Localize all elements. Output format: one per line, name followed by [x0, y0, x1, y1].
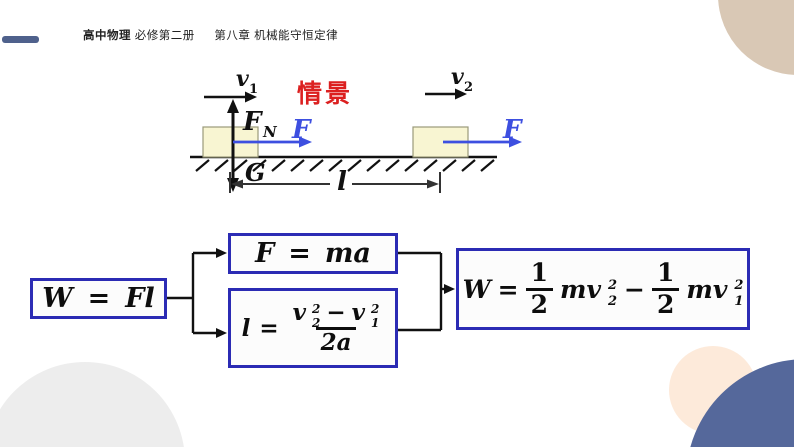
formula-box-work: W = Fl — [30, 278, 167, 319]
kinematics-numerator: v 2 2 − v 2 1 — [288, 299, 385, 330]
equals-sign: = — [288, 238, 311, 269]
equals-sign: = — [87, 283, 111, 314]
formula-box-kinematics: l = v 2 2 − v 2 1 2a — [228, 288, 398, 368]
applied-force-label-right: F — [502, 115, 523, 145]
distance-dimension — [229, 172, 441, 193]
header-book-name: 必修第二册 — [134, 30, 195, 42]
v1-label: v — [236, 66, 249, 92]
header-accent-bar — [2, 36, 39, 43]
work-lhs: W — [42, 283, 73, 314]
applied-force-arrow-left — [233, 136, 312, 148]
velocity-arrow-v1 — [204, 91, 257, 103]
v1-supsub: 2 1 — [371, 301, 380, 330]
newton-lhs: F — [255, 238, 275, 269]
normal-force-subscript: N — [262, 123, 278, 141]
kinematics-denominator: 2a — [315, 326, 357, 356]
v2-subscript: 2 — [464, 80, 473, 95]
mv2-supsub: 2 2 — [607, 278, 618, 309]
minus-sign: − — [624, 274, 645, 304]
scene-label: 情景 — [297, 80, 354, 108]
header-course-name: 高中物理 — [83, 30, 131, 42]
normal-force-label: F — [242, 107, 263, 137]
ground-hatching — [195, 159, 495, 172]
flow-connector-right — [398, 251, 455, 332]
v2-term: v — [292, 299, 307, 327]
work-rhs: Fl — [125, 283, 155, 314]
mv2-term: mv — [560, 274, 601, 304]
newton-rhs: ma — [324, 238, 371, 269]
kinematics-fraction: v 2 2 − v 2 1 2a — [288, 299, 385, 357]
header-title: 高中物理 必修第二册 第八章 机械能守恒定律 — [83, 27, 338, 43]
applied-force-arrow-right — [443, 136, 522, 148]
v2-supsub: 2 2 — [312, 301, 321, 330]
v2-label: v — [451, 64, 464, 90]
mv1-term: mv — [686, 274, 728, 304]
gravity-label: G — [245, 158, 266, 187]
header-chapter-name: 第八章 机械能守恒定律 — [214, 30, 339, 42]
mv1-supsub: 2 1 — [734, 278, 744, 309]
velocity-arrow-v2 — [425, 88, 467, 100]
v1-subscript: 1 — [249, 82, 258, 97]
v1-term: v — [351, 299, 366, 327]
kinematics-lhs: l — [241, 314, 251, 342]
formula-box-kinetic-energy: W = 1 2 mv 2 2 − 1 2 mv 2 1 — [456, 248, 750, 330]
minus-sign: − — [326, 299, 346, 327]
formula-box-newton: F = ma — [228, 233, 398, 274]
flow-connector-left — [167, 248, 227, 338]
one-half-fraction-2: 1 2 — [651, 258, 680, 320]
equals-sign: = — [259, 314, 279, 342]
applied-force-label-left: F — [291, 115, 312, 145]
ke-lhs: W — [462, 274, 491, 304]
distance-label: l — [337, 167, 347, 197]
one-half-fraction-1: 1 2 — [525, 258, 553, 320]
equals-sign: = — [497, 274, 519, 304]
